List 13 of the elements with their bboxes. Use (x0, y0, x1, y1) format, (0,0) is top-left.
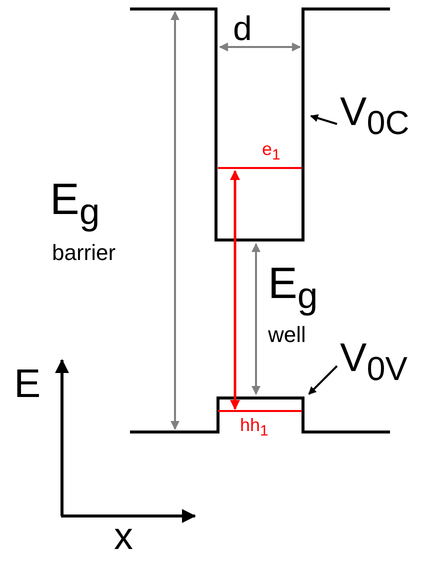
axis-label: E (14, 364, 41, 404)
energy-level-label: hh$_{1}$ (240, 416, 268, 439)
band-offset-label: V$_{0V}$ (340, 338, 408, 386)
band-offset-label: V$_{0C}$ (340, 92, 410, 140)
dimension-label: d (233, 12, 252, 46)
gap-caption: well (268, 324, 306, 346)
axis-label: x (114, 518, 133, 556)
leader-line (310, 114, 338, 125)
energy-level-label: e$_{1}$ (262, 140, 280, 163)
energy-gap-label: E$_{g}$ (268, 262, 318, 314)
energy-gap-label: E$_{g}$ (50, 178, 100, 230)
leader-line (308, 365, 338, 395)
gap-caption: barrier (52, 242, 116, 264)
